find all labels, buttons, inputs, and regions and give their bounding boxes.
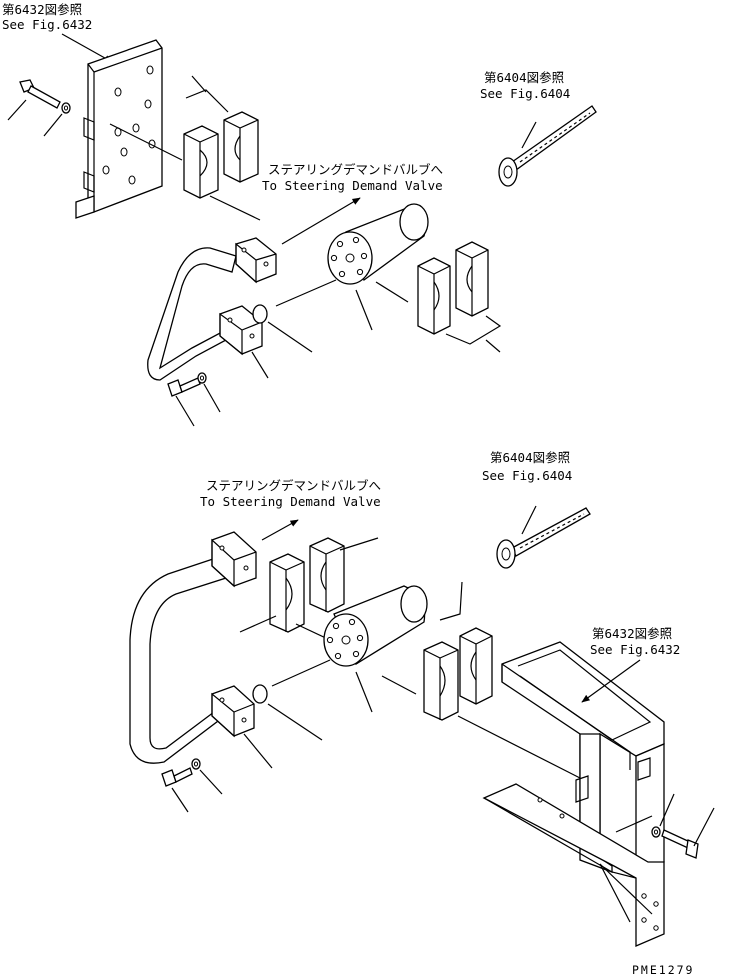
upper-dest-en: To Steering Demand Valve [262,178,443,193]
lower-clamp-front [269,553,305,633]
upper-plate-ref-en: See Fig.6432 [2,17,92,32]
lower-pipe-bolt [161,767,193,813]
upper-valve-body [327,203,429,331]
lower-valve-body [323,585,428,713]
lower-bracket-washer [651,793,675,838]
lower-assembly: 第6404図参照 See Fig.6404 ステアリングデマンドバルブへ To … [129,450,715,947]
upper-clamp-back [223,111,259,183]
upper-plate-ref-jp: 第6432図参照 [2,2,82,17]
lower-bracket-ref-en: See Fig.6432 [590,642,680,657]
mounting-plate [75,39,163,219]
upper-shaft-ref-jp: 第6404図参照 [484,70,564,85]
drawing-number: PME1279 [632,963,694,977]
lower-bracket-ref-arrow [581,659,641,703]
upper-plate-bolt [7,79,61,121]
upper-dest-jp: ステアリングデマンドバルブへ [268,162,443,177]
upper-pipe-washer [197,372,221,413]
upper-dest-arrow [281,197,361,245]
lower-o-ring [252,659,331,741]
upper-pipe [147,237,277,381]
upper-clamp-front [183,125,219,199]
lower-pipe [129,531,273,769]
upper-assembly: 第6432図参照 See Fig.6432 [2,2,597,427]
upper-clamp-right-2 [455,241,489,317]
lower-dest-jp: ステアリングデマンドバルブへ [206,478,381,493]
lower-bracket-bolt [661,807,715,859]
upper-plate-washer [43,102,71,137]
upper-steering-shaft [498,105,597,187]
lower-dest-en: To Steering Demand Valve [200,494,381,509]
lower-steering-shaft [496,505,591,569]
lower-clamp-right-2 [459,627,493,705]
upper-o-ring [252,279,337,353]
lower-dest-arrow [261,519,299,541]
upper-shaft-ref-en: See Fig.6404 [480,86,570,101]
upper-clamp-leader [185,89,229,113]
upper-plate-ref-arrow [61,33,113,63]
lower-clamp-back [309,537,345,613]
mounting-bracket [482,641,665,947]
upper-pipe-bolt [167,377,201,427]
upper-clamp-right-1 [417,257,451,335]
lower-pipe-washer [191,758,223,795]
lower-bracket-ref-jp: 第6432図参照 [592,626,672,641]
lower-clamp-right-1 [423,641,459,721]
lower-shaft-ref-en: See Fig.6404 [482,468,572,483]
lower-shaft-ref-jp: 第6404図参照 [490,450,570,465]
